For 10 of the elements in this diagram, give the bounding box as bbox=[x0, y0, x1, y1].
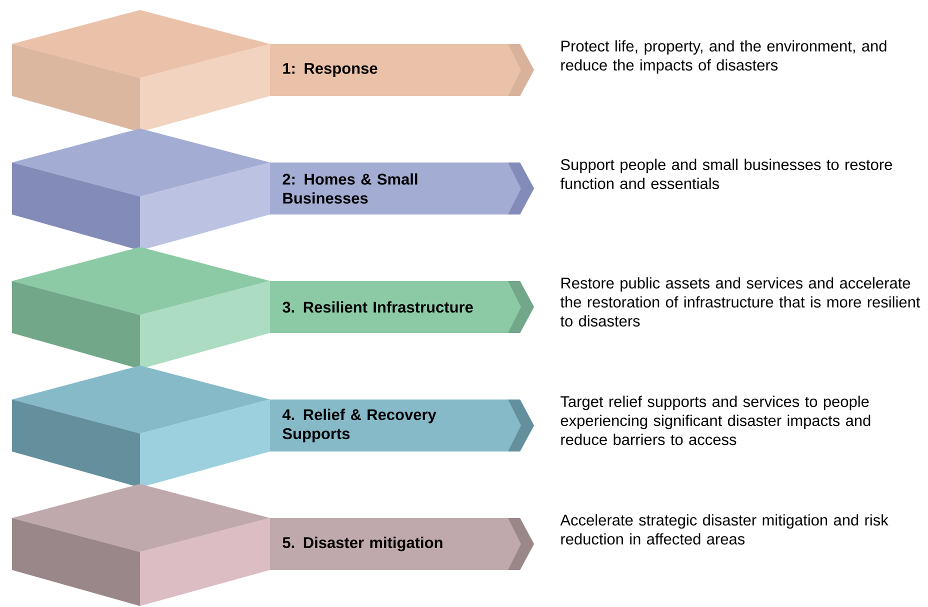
arrow-banner: 3. Resilient Infrastructure bbox=[270, 281, 534, 333]
description-text: Target relief supports and services to people experiencing significant disaster impacts and reduce barriers to access bbox=[560, 396, 870, 446]
description-text: Accelerate strategic disaster mitigation and risk reduction in affected areas bbox=[560, 514, 888, 545]
description-text: Restore public assets and services and accelerate the restoration of infrastructure that is more resilient to disasters bbox=[560, 277, 920, 327]
arrow-banner: 4. Relief & Recovery Supports bbox=[270, 400, 534, 452]
arrow-banner: 5. Disaster mitigation bbox=[270, 518, 534, 570]
arrow-banner: 1: Response bbox=[270, 44, 534, 96]
description-text: Protect life, property, and the environment, and reduce the impacts of disasters bbox=[561, 40, 886, 74]
description-text: Support people and small businesses to restore function and essentials bbox=[560, 158, 892, 190]
arrow-banner: 2: Homes & Small Businesses bbox=[270, 162, 534, 214]
